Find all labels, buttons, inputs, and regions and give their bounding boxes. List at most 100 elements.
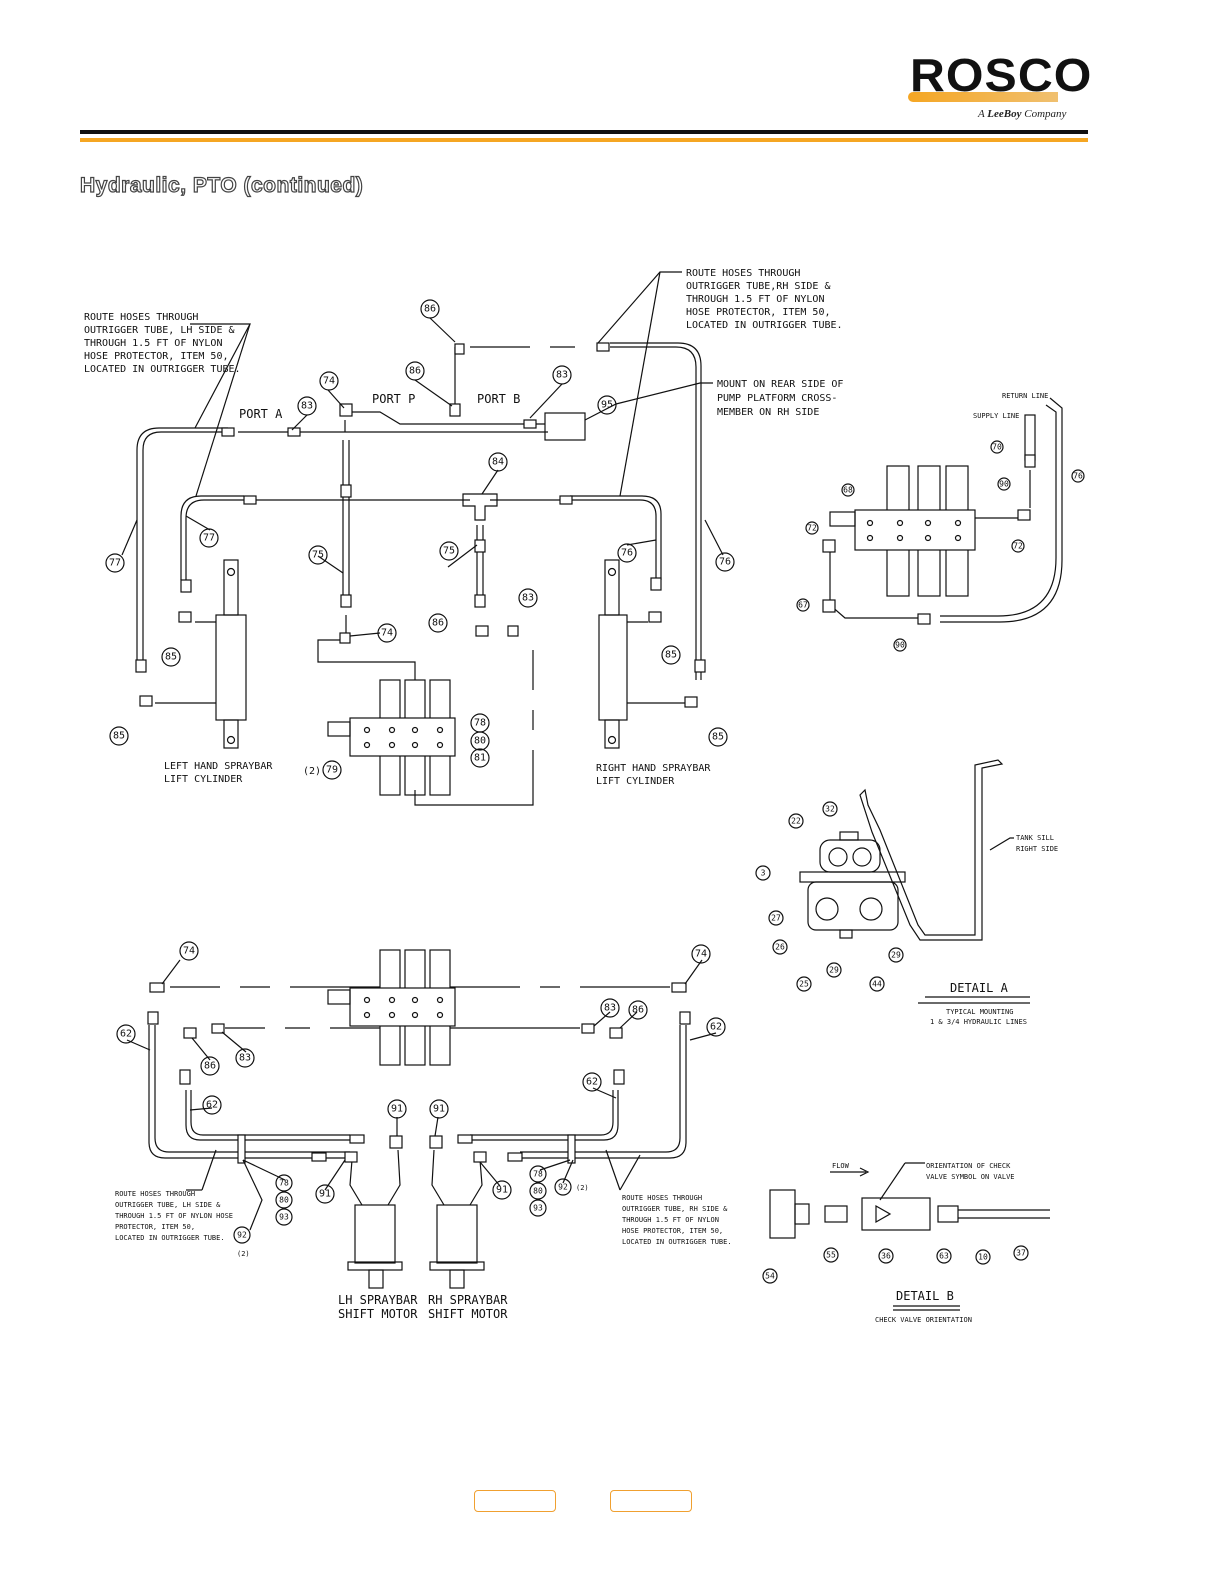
balloon-b37: 37 (1013, 1245, 1029, 1261)
balloon-d27: 27 (768, 910, 784, 926)
detail-a-sub1: TYPICAL MOUNTING (946, 1008, 1013, 1016)
note-route-lh-lower-2: OUTRIGGER TUBE, LH SIDE & (115, 1201, 221, 1209)
note-route-lh-lower-5: LOCATED IN OUTRIGGER TUBE. (115, 1234, 225, 1242)
svg-text:75: 75 (312, 550, 324, 561)
balloon-62-b: 62 (706, 1017, 726, 1037)
balloon-86-e: 86 (200, 1056, 220, 1076)
balloon-s72b: 72 (1011, 539, 1025, 553)
svg-text:91: 91 (433, 1104, 445, 1115)
detail-b-drawing (769, 1162, 1050, 1311)
side-view-valve (822, 397, 1063, 625)
lh-lift-cylinder (155, 559, 247, 749)
balloon-92-a: 92 (233, 1226, 251, 1244)
balloon-62-c: 62 (202, 1095, 222, 1115)
tank-sill-2: RIGHT SIDE (1016, 845, 1058, 853)
balloon-75-b: 75 (439, 541, 459, 561)
note-route-lh-lower-4: PROTECTOR, ITEM 50, (115, 1223, 195, 1231)
tagline-suffix: Company (1024, 108, 1067, 120)
svg-text:63: 63 (939, 1252, 949, 1261)
balloon-84: 84 (488, 452, 508, 472)
detail-a-sub2: 1 & 3/4 HYDRAULIC LINES (930, 1018, 1027, 1026)
note-route-rh-lower-3: THROUGH 1.5 FT OF NYLON (622, 1216, 719, 1224)
note-route-rh-lower-5: LOCATED IN OUTRIGGER TUBE. (622, 1238, 732, 1246)
svg-text:36: 36 (881, 1252, 891, 1261)
balloon-83-b: 83 (297, 396, 317, 416)
balloon-d29a: 29 (826, 962, 842, 978)
balloon-s68: 68 (841, 483, 855, 497)
tee-84 (462, 493, 498, 521)
svg-text:32: 32 (825, 805, 835, 814)
port-p-label: PORT P (372, 392, 415, 406)
next-page-button[interactable] (610, 1490, 692, 1512)
svg-text:68: 68 (843, 486, 853, 495)
svg-text:55: 55 (826, 1251, 836, 1260)
qty-two-79: (2) (303, 766, 321, 777)
balloon-74-d: 74 (691, 944, 711, 964)
rh-lift-cylinder (598, 559, 690, 749)
balloon-83-e: 83 (235, 1048, 255, 1068)
svg-text:90: 90 (999, 480, 1009, 489)
note-mount-1: MOUNT ON REAR SIDE OF (717, 379, 843, 390)
balloon-79: 79 (322, 760, 342, 780)
balloon-d22: 22 (788, 813, 804, 829)
balloon-s90a: 90 (997, 477, 1011, 491)
caption-lh-cyl-2: LIFT CYLINDER (164, 774, 243, 785)
svg-text:95: 95 (601, 400, 613, 411)
balloon-s90b: 90 (893, 638, 907, 652)
balloon-86-c: 86 (428, 613, 448, 633)
balloon-93-a: 93 (275, 1208, 293, 1226)
svg-text:93: 93 (279, 1213, 289, 1222)
header-rule-orange (80, 138, 1088, 142)
caption-lh-cyl-1: LEFT HAND SPRAYBAR (164, 761, 273, 772)
tank-sill-1: TANK SILL (1016, 834, 1054, 842)
balloon-d44: 44 (869, 976, 885, 992)
hose-76-outer (610, 346, 697, 680)
detail-a-title: DETAIL A (950, 981, 1009, 995)
port-b-label: PORT B (477, 392, 520, 406)
svg-text:91: 91 (391, 1104, 403, 1115)
svg-text:84: 84 (492, 457, 504, 468)
directional-valve-top (327, 679, 456, 796)
svg-text:62: 62 (710, 1022, 722, 1033)
balloon-93-b: 93 (529, 1199, 547, 1217)
svg-text:72: 72 (807, 524, 817, 533)
balloon-95: 95 (597, 395, 617, 415)
balloon-83-a: 83 (552, 365, 572, 385)
svg-text:85: 85 (165, 652, 177, 663)
svg-text:85: 85 (665, 650, 677, 661)
balloon-77-b: 77 (199, 528, 219, 548)
svg-text:86: 86 (424, 304, 436, 315)
balloon-62-a: 62 (116, 1024, 136, 1044)
balloon-s67: 67 (796, 598, 810, 612)
note-route-rh-1: ROUTE HOSES THROUGH (686, 268, 800, 279)
balloon-d3: 3 (755, 865, 771, 881)
caption-rh-motor-2: SHIFT MOTOR (428, 1307, 508, 1321)
hose-77-inner (185, 499, 244, 580)
balloon-74-c: 74 (179, 941, 199, 961)
balloon-76-a: 76 (617, 543, 637, 563)
svg-text:79: 79 (326, 765, 338, 776)
balloon-d25: 25 (796, 976, 812, 992)
orientation-2: VALVE SYMBOL ON VALVE (926, 1173, 1015, 1181)
balloon-78-a: 78 (470, 713, 490, 733)
note-mount-3: MEMBER ON RH SIDE (717, 407, 819, 418)
caption-rh-cyl-1: RIGHT HAND SPRAYBAR (596, 763, 711, 774)
svg-text:85: 85 (712, 732, 724, 743)
rh-shift-motor (429, 1149, 485, 1289)
svg-text:25: 25 (799, 980, 809, 989)
balloon-75-a: 75 (308, 545, 328, 565)
tagline-prefix: A (978, 108, 985, 120)
note-route-rh-3: THROUGH 1.5 FT OF NYLON (686, 294, 824, 305)
svg-text:44: 44 (872, 980, 882, 989)
prev-page-button[interactable] (474, 1490, 556, 1512)
svg-text:78: 78 (279, 1179, 289, 1188)
svg-text:62: 62 (206, 1100, 218, 1111)
svg-text:83: 83 (301, 401, 313, 412)
svg-text:74: 74 (695, 949, 707, 960)
balloon-83-d: 83 (600, 998, 620, 1018)
svg-text:92: 92 (237, 1231, 247, 1240)
note-route-lh-lower-1: ROUTE HOSES THROUGH (115, 1190, 195, 1198)
svg-text:74: 74 (381, 628, 393, 639)
detail-b-sub: CHECK VALVE ORIENTATION (875, 1316, 972, 1324)
